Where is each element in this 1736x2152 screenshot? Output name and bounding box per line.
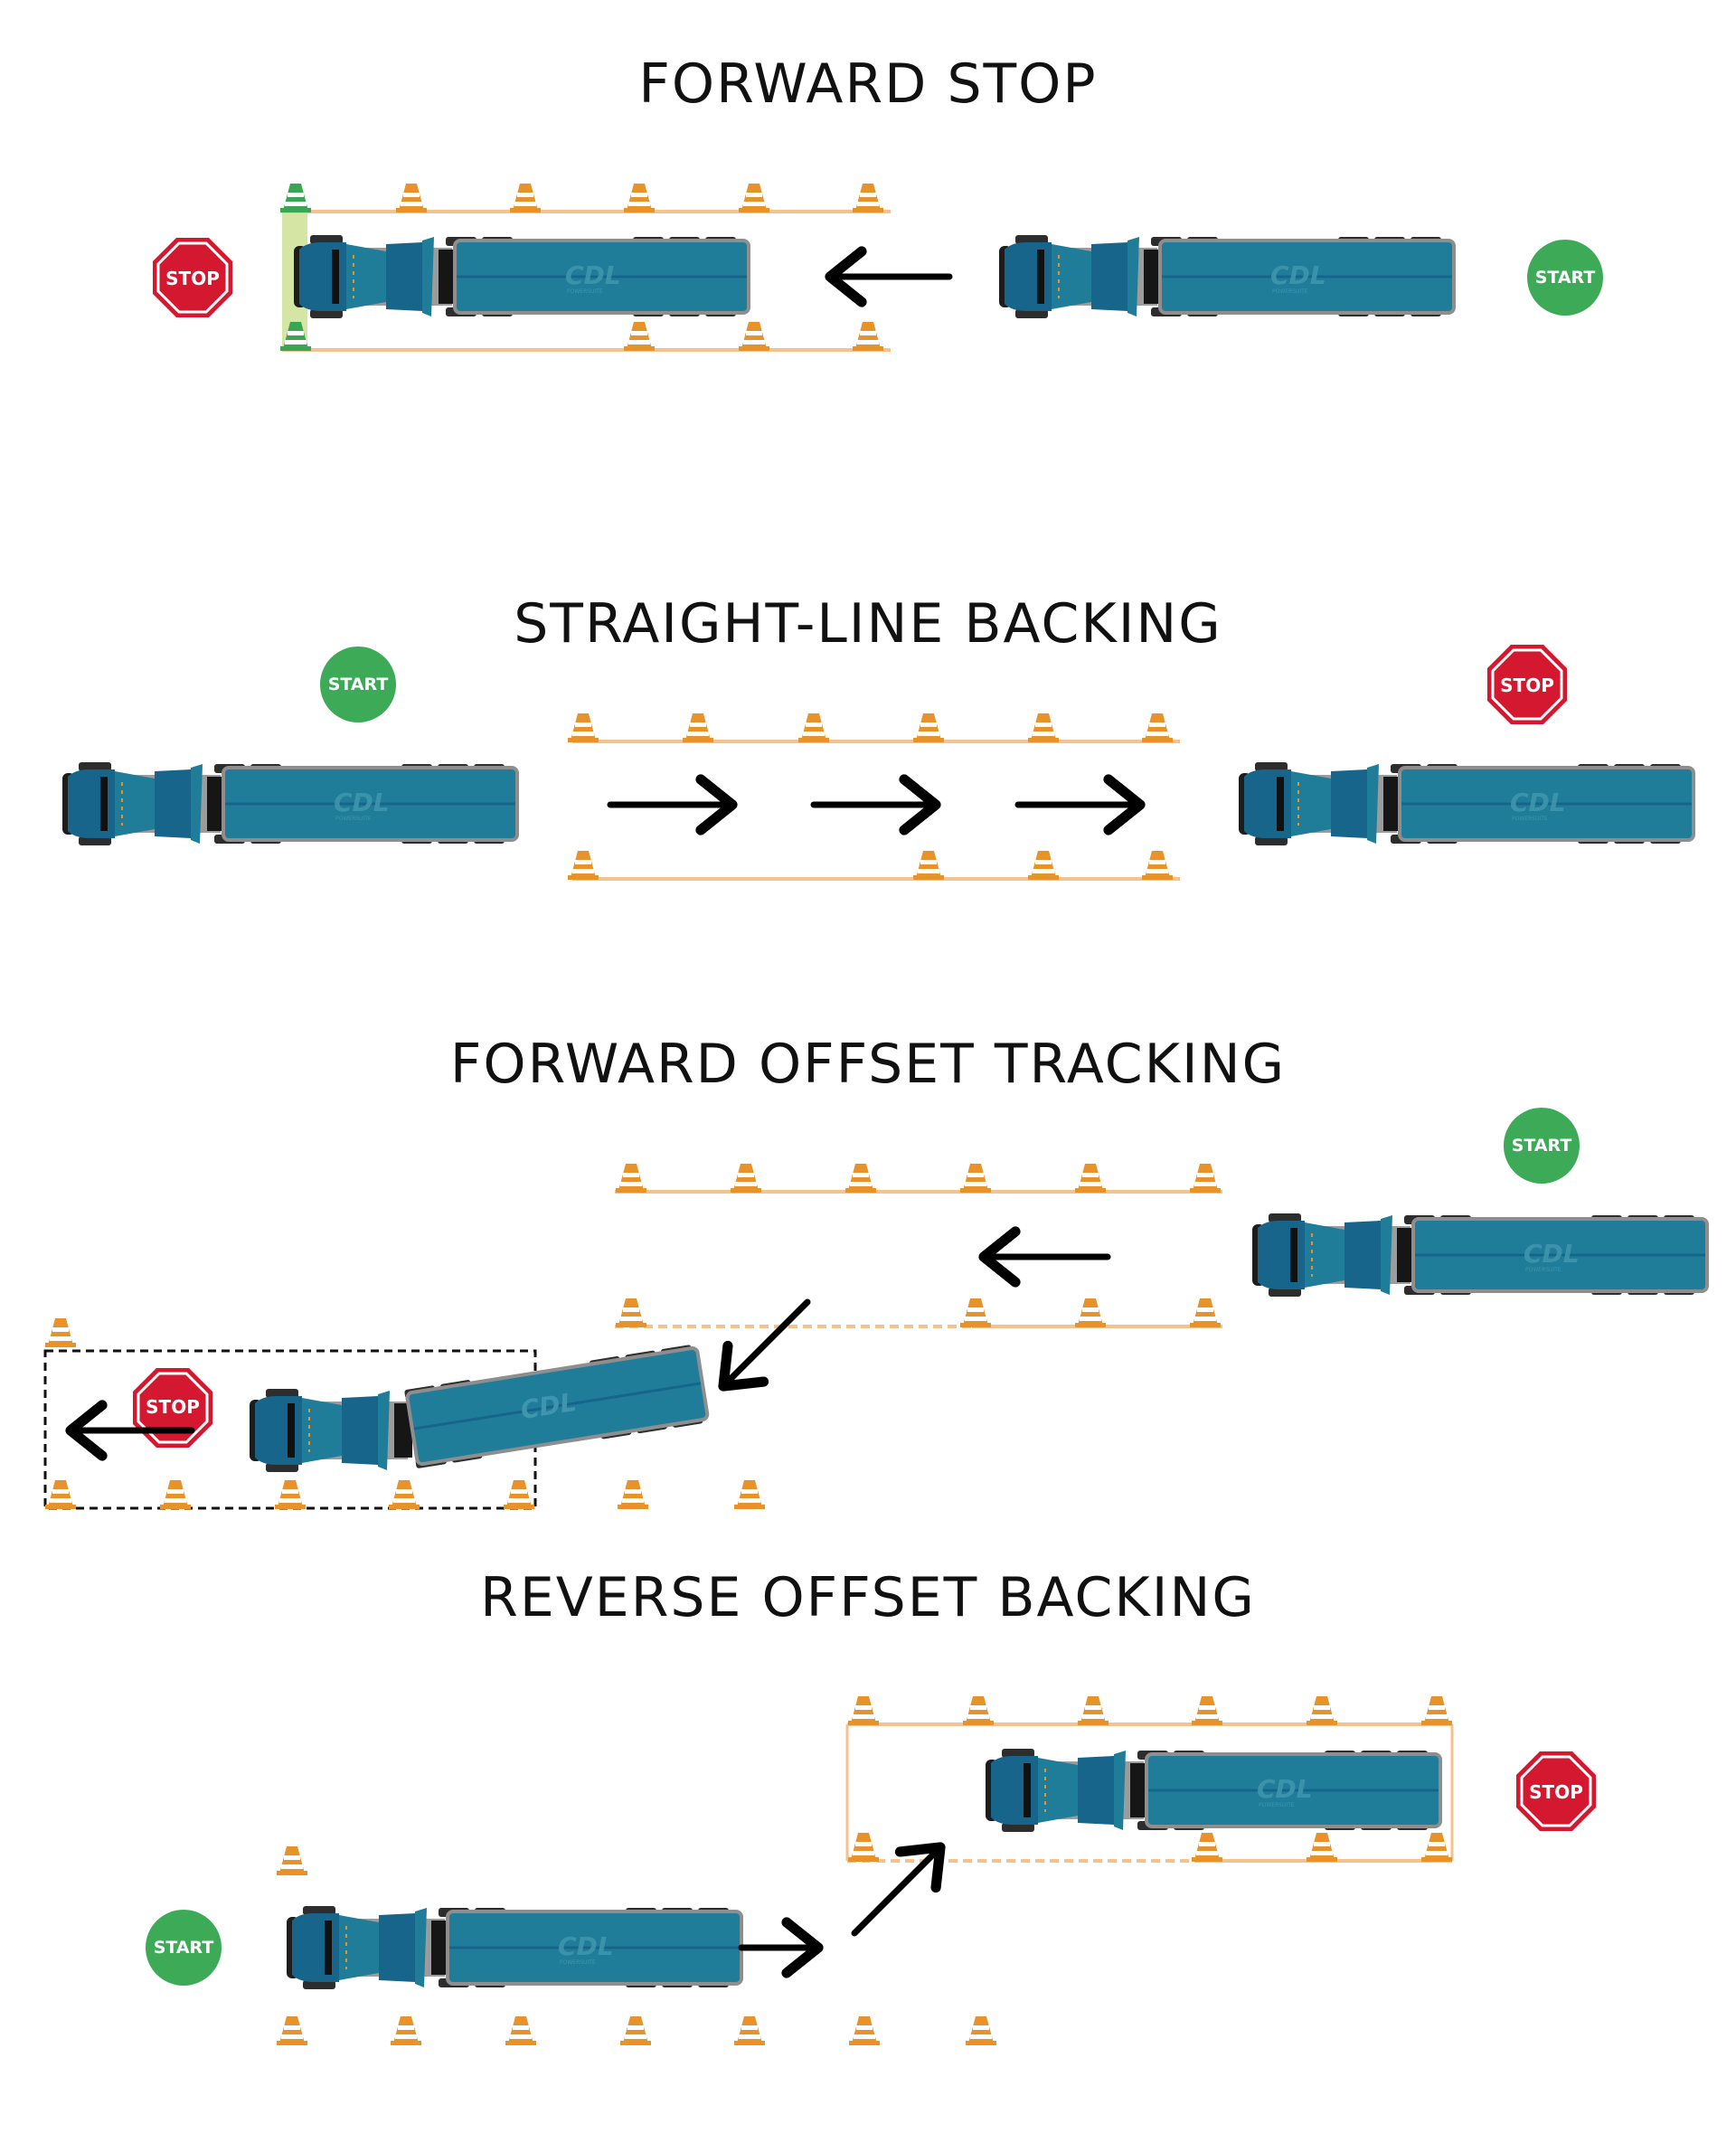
truck-icon (984, 1747, 1442, 1834)
cone-icon (845, 1164, 876, 1193)
cone-icon (505, 2016, 536, 2045)
truck-icon (292, 233, 750, 320)
jackknifed-truck-icon: CDL (250, 1345, 710, 1472)
forward-offset-tracking-title: FORWARD OFFSET TRACKING (449, 1033, 1287, 1096)
cone-icon (731, 1164, 761, 1193)
cone-icon (963, 1696, 994, 1725)
cone-icon (734, 2016, 765, 2045)
cone-icon (853, 184, 883, 212)
cone-icon (45, 1480, 76, 1509)
cone-icon (620, 2016, 651, 2045)
start-sign-icon (146, 1910, 222, 1986)
cone-icon (1142, 851, 1173, 880)
stop-sign-label: STOP (165, 268, 220, 289)
truck-icon (285, 1904, 743, 1991)
start-sign-label: START (153, 1938, 214, 1958)
cone-icon (1075, 1164, 1106, 1193)
cone-icon (683, 713, 713, 742)
cone-icon (1190, 1164, 1221, 1193)
cone-icon (1028, 851, 1059, 880)
cone-icon (1421, 1696, 1452, 1725)
cone-icon (391, 2016, 421, 2045)
start-sign-label: START (1511, 1136, 1572, 1156)
cone-icon (739, 184, 769, 212)
cone-icon (1421, 1833, 1452, 1862)
stop-sign-label: STOP (1529, 1781, 1583, 1803)
cone-icon (913, 851, 944, 880)
stop-sign-label: STOP (1500, 675, 1554, 696)
start-sign-icon (1504, 1108, 1580, 1184)
cone-icon (1307, 1696, 1337, 1725)
forward-offset-tracking-section: CDL (43, 1108, 1709, 1510)
cone-icon (1078, 1696, 1109, 1725)
truck-icon (61, 760, 519, 847)
start-sign-icon (320, 647, 396, 722)
cone-icon (960, 1298, 991, 1327)
straight-line-backing-section (61, 643, 1695, 881)
truck-icon (1237, 760, 1695, 847)
cone-icon (966, 2016, 996, 2045)
cone-icon (1190, 1298, 1221, 1327)
green-cone-icon (280, 184, 311, 212)
cone-icon (618, 1480, 648, 1509)
reverse-offset-backing-title: REVERSE OFFSET BACKING (480, 1566, 1256, 1629)
cone-icon (1307, 1833, 1337, 1862)
cone-icon (739, 322, 769, 351)
reverse-offset-backing-section (146, 1696, 1598, 2045)
stop-sign-label: STOP (146, 1396, 200, 1418)
forward-stop-section (151, 184, 1603, 352)
start-sign-icon (1527, 240, 1603, 316)
stop-box (43, 1349, 537, 1510)
truck-icon (997, 233, 1456, 320)
cone-icon (848, 1696, 879, 1725)
cone-icon (734, 1480, 765, 1509)
arrow-down-left-icon (718, 1298, 811, 1392)
cone-icon (160, 1480, 191, 1509)
cone-icon (1192, 1696, 1222, 1725)
cone-icon (1192, 1833, 1222, 1862)
cone-icon (616, 1298, 646, 1327)
cone-icon (913, 713, 944, 742)
cone-icon (1075, 1298, 1106, 1327)
cone-icon (853, 322, 883, 351)
cone-icon (389, 1480, 420, 1509)
truck-icon (1250, 1212, 1709, 1298)
cone-icon (798, 713, 829, 742)
cone-icon (624, 184, 655, 212)
straight-line-backing-title: STRAIGHT-LINE BACKING (514, 592, 1222, 656)
cone-icon (849, 2016, 880, 2045)
cone-icon (568, 713, 599, 742)
cone-icon (1142, 713, 1173, 742)
cone-icon (277, 2016, 307, 2045)
start-sign-label: START (327, 675, 389, 694)
cone-icon (848, 1833, 879, 1862)
cone-icon (277, 1846, 307, 1875)
forward-stop-title: FORWARD STOP (638, 52, 1098, 116)
cone-icon (624, 322, 655, 351)
cone-icon (568, 851, 599, 880)
cone-icon (1028, 713, 1059, 742)
start-sign-label: START (1534, 268, 1596, 288)
cone-icon (275, 1480, 306, 1509)
cone-icon (396, 184, 427, 212)
cone-icon (960, 1164, 991, 1193)
cone-icon (616, 1164, 646, 1193)
cone-icon (510, 184, 541, 212)
cone-icon (504, 1480, 534, 1509)
cone-icon (45, 1318, 76, 1347)
arrow-up-right-icon (851, 1842, 946, 1937)
